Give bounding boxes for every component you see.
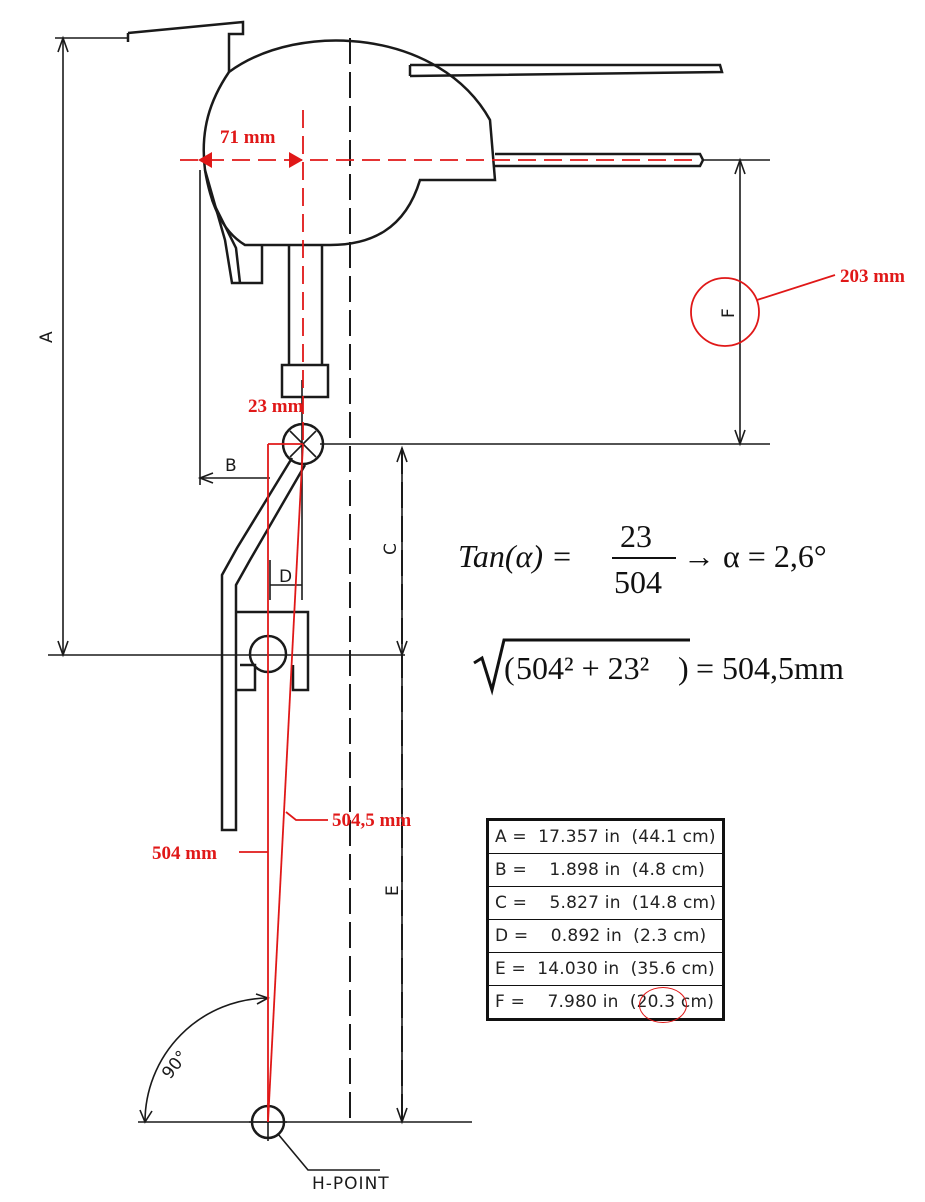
- table-row: A = 17.357 in (44.1 cm): [486, 819, 725, 854]
- spec-row-f: F = 7.980 in (20.3 cm): [495, 992, 715, 1012]
- dim-label-d: D: [279, 567, 292, 587]
- sqrt-open-paren: (: [504, 650, 515, 686]
- dim-label-c: C: [381, 543, 401, 555]
- tangent-formula: Tan(α) = 23 504 → α = 2,6°: [458, 518, 827, 600]
- sqrt-expression: 504² + 23²: [516, 650, 649, 686]
- head-module: [126, 20, 724, 399]
- tan-numerator: 23: [620, 518, 652, 554]
- annotation-504-5mm: 504,5 mm: [332, 810, 411, 831]
- dim-label-a: A: [37, 331, 57, 343]
- spec-row-b: B = 1.898 in (4.8 cm): [486, 853, 725, 887]
- dimension-lines: [48, 35, 770, 1125]
- back-plate: [220, 457, 310, 832]
- table-row: B = 1.898 in (4.8 cm): [486, 853, 725, 887]
- tan-lhs: Tan(α) =: [458, 538, 573, 574]
- sqrt-formula: ( 504² + 23² ) = 504,5mm: [473, 638, 844, 696]
- angle-label: 90°: [158, 1047, 192, 1083]
- annotation-203mm: 203 mm: [840, 266, 905, 287]
- dim-label-f: F: [719, 308, 739, 318]
- spec-row-e: E = 14.030 in (35.6 cm): [486, 952, 725, 986]
- dim-label-b: B: [225, 456, 237, 476]
- tan-denominator: 504: [614, 564, 662, 600]
- red-annotations: [180, 110, 836, 1123]
- spec-row-d: D = 0.892 in (2.3 cm): [486, 919, 725, 953]
- dim-label-e: E: [383, 885, 403, 896]
- table-row: E = 14.030 in (35.6 cm): [486, 952, 725, 986]
- h-point-label: H-POINT: [312, 1174, 390, 1194]
- tan-rhs: → α = 2,6°: [683, 538, 827, 574]
- annotation-504mm: 504 mm: [152, 843, 217, 864]
- centerlines: [301, 38, 403, 1122]
- annotation-23mm: 23 mm: [248, 396, 304, 417]
- annotation-71mm: 71 mm: [220, 127, 276, 148]
- sqrt-close-paren: ): [678, 650, 689, 686]
- spec-table: A = 17.357 in (44.1 cm) B = 1.898 in (4.…: [486, 818, 726, 1023]
- table-row: F = 7.980 in (20.3 cm): [486, 985, 725, 1023]
- sqrt-result: = 504,5mm: [696, 650, 844, 686]
- table-row: C = 5.827 in (14.8 cm): [486, 886, 725, 920]
- spec-row-a: A = 17.357 in (44.1 cm): [486, 819, 725, 854]
- spec-row-c: C = 5.827 in (14.8 cm): [486, 886, 725, 920]
- table-row: D = 0.892 in (2.3 cm): [486, 919, 725, 953]
